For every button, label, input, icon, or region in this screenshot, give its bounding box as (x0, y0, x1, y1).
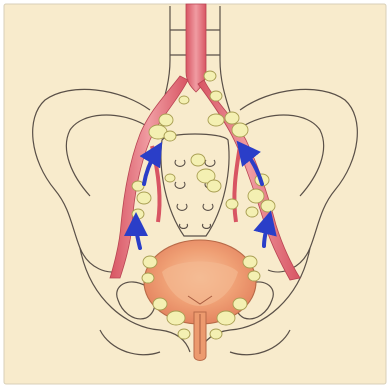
node-paraaortic-2 (179, 96, 189, 104)
node-left-ci-3 (164, 131, 176, 141)
node-left-ei-2 (137, 192, 151, 204)
aorta (186, 4, 206, 92)
node-bladder-7 (217, 311, 235, 325)
node-right-ci-1 (208, 114, 224, 126)
node-paraaortic-3 (210, 91, 222, 101)
node-right-ei-2 (248, 189, 264, 203)
node-bladder-3 (243, 256, 257, 268)
node-bladder-8 (233, 298, 247, 310)
node-presacral-5 (226, 199, 238, 209)
node-bladder-1 (143, 256, 157, 268)
node-bladder-4 (248, 271, 260, 281)
node-right-ei-3 (261, 200, 275, 212)
node-left-ci-1 (159, 114, 173, 126)
node-right-ei-4 (246, 207, 258, 217)
node-right-ci-2 (225, 112, 239, 124)
node-bladder-6 (167, 311, 185, 325)
node-left-ei-3 (132, 209, 144, 219)
node-bladder-2 (142, 273, 154, 283)
node-right-ci-3 (232, 123, 248, 137)
node-presacral-3 (207, 180, 221, 192)
node-bladder-9 (178, 329, 190, 339)
node-bladder-10 (210, 329, 222, 339)
node-paraaortic-1 (204, 71, 216, 81)
node-presacral-4 (165, 174, 175, 182)
node-left-ei-1 (132, 181, 144, 191)
node-bladder-5 (153, 298, 167, 310)
node-presacral-1 (191, 154, 205, 166)
